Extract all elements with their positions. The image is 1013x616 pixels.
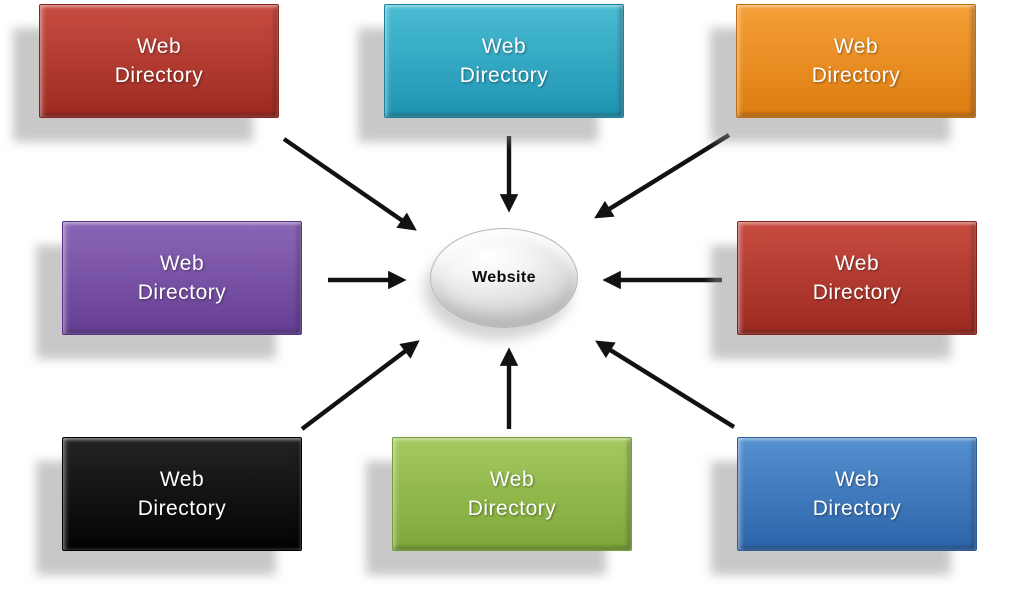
- website-node: Website: [430, 228, 578, 328]
- web-directory-label: Web Directory: [114, 35, 204, 87]
- web-directory-box-middle-right: Web Directory: [737, 221, 977, 335]
- web-directory-box-top-right: Web Directory: [736, 4, 976, 118]
- web-directory-label: Web Directory: [459, 35, 549, 87]
- web-directory-box-bottom-right: Web Directory: [737, 437, 977, 551]
- arrow-web-directory-top-left-to-website: [282, 137, 417, 231]
- web-directory-box-middle-left: Web Directory: [62, 221, 302, 335]
- web-directory-label: Web Directory: [137, 468, 227, 520]
- web-directory-box-bottom-center: Web Directory: [392, 437, 632, 551]
- web-directory-label: Web Directory: [467, 468, 557, 520]
- web-directory-label: Web Directory: [812, 252, 902, 304]
- arrow-web-directory-top-right-to-website: [594, 133, 731, 219]
- arrow-web-directory-bottom-left-to-website: [300, 340, 420, 431]
- web-directory-label: Web Directory: [811, 35, 901, 87]
- arrow-web-directory-bottom-right-to-website: [595, 340, 736, 429]
- web-directory-box-bottom-left: Web Directory: [62, 437, 302, 551]
- web-directory-label: Web Directory: [137, 252, 227, 304]
- web-directory-box-top-left: Web Directory: [39, 4, 279, 118]
- web-directory-label: Web Directory: [812, 468, 902, 520]
- web-directory-box-top-center: Web Directory: [384, 4, 624, 118]
- website-label: Website: [472, 269, 536, 286]
